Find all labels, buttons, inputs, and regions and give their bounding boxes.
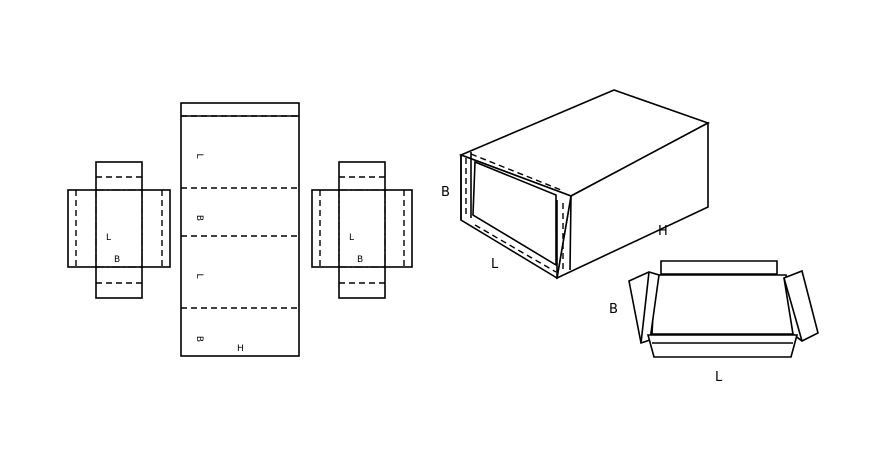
center-blank-outline [180,102,300,357]
center-label-b1: B [194,215,204,221]
box-label-l: L [491,257,499,272]
left-blank-center-strip [95,161,143,299]
left-blank-label-l: L [106,233,111,243]
center-label-l2: L [194,273,204,278]
center-label-b2: B [194,336,204,342]
box-label-h: H [658,224,668,239]
tray-front-wall [646,334,799,358]
tray-base [651,274,794,335]
right-blank-label-l: L [349,233,354,243]
right-blank-label-b: B [357,255,363,265]
box-front-opening [472,160,557,267]
center-body-blank: L B L B H [180,102,300,357]
box-label-b: B [441,185,450,200]
tray-label-b: B [609,302,618,317]
center-label-h: H [237,344,244,354]
assembled-sleeve-box: B L H [441,89,710,280]
tray-back-wall [660,260,778,275]
end-tray: B L [609,260,819,385]
tray-right-flap [783,269,819,342]
right-blank-center-strip [338,161,386,299]
center-label-l1: L [194,153,204,158]
left-blank-label-b: B [114,255,120,265]
left-end-blank: L B [67,161,171,299]
tray-left-flap [628,271,660,345]
tray-label-l: L [715,370,723,385]
right-end-blank: L B [311,161,413,299]
